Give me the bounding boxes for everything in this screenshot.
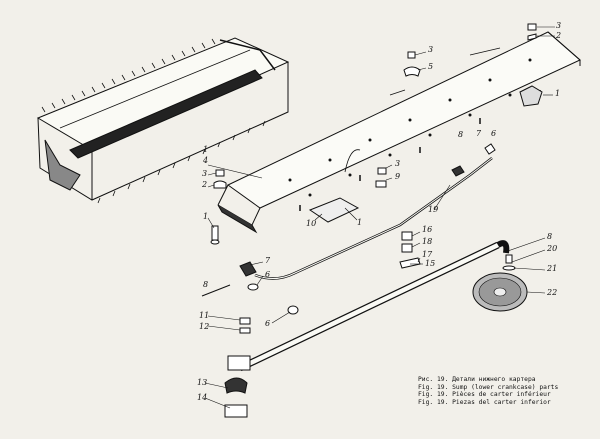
part-label: 6 [265,270,271,279]
part-label: 6 [265,319,271,328]
oil-pipe-drawings [201,157,510,372]
part-label: 7 [476,129,482,138]
strainer-disc-drawing [472,272,528,312]
part-label: 3 [395,159,401,168]
part-label: 13 [197,378,208,387]
part-label: 8 [203,280,209,289]
part-label: 5 [428,62,434,71]
part-label: 4 [203,156,209,165]
fastener-drawings [210,23,543,418]
part-label: 1 [203,145,209,154]
part-label: 22 [547,288,558,297]
part-label: 21 [547,264,558,273]
part-label: 10 [306,219,317,228]
sump-plate-drawing [217,31,581,234]
part-label: 2 [556,31,562,40]
caption-english: Fig. 19. Sump (lower crankcase) parts [418,383,559,391]
caption-spanish: Fig. 19. Piezas del carter inferior [418,398,551,406]
caption-french: Fig. 19. Pièces de carter inférieur [418,391,551,399]
part-label: 3 [556,21,562,30]
figure-caption: Рис. 19. Детали нижнего картера Fig. 19.… [418,376,596,406]
part-label: 14 [197,393,208,402]
part-label: 1 [357,218,363,227]
part-label: 15 [425,259,436,268]
part-label: 6 [491,129,497,138]
part-label: 11 [199,311,210,320]
part-label: 12 [199,322,210,331]
part-label: 8 [547,232,553,241]
part-label: 19 [428,205,439,214]
caption-russian: Рис. 19. Детали нижнего картера [418,376,536,383]
part-label: 3 [428,45,434,54]
part-label: 18 [422,237,433,246]
part-label: 3 [202,169,208,178]
part-label: 7 [265,256,271,265]
leader-lines [204,26,555,409]
crankcase-drawing [36,37,290,204]
part-label: 16 [422,225,433,234]
part-label: 2 [202,180,208,189]
part-label: 17 [422,250,433,259]
part-label: 1 [203,212,209,221]
part-label: 8 [458,130,464,139]
part-label: 9 [395,172,401,181]
part-label: 20 [547,244,558,253]
part-label: 1 [555,89,561,98]
